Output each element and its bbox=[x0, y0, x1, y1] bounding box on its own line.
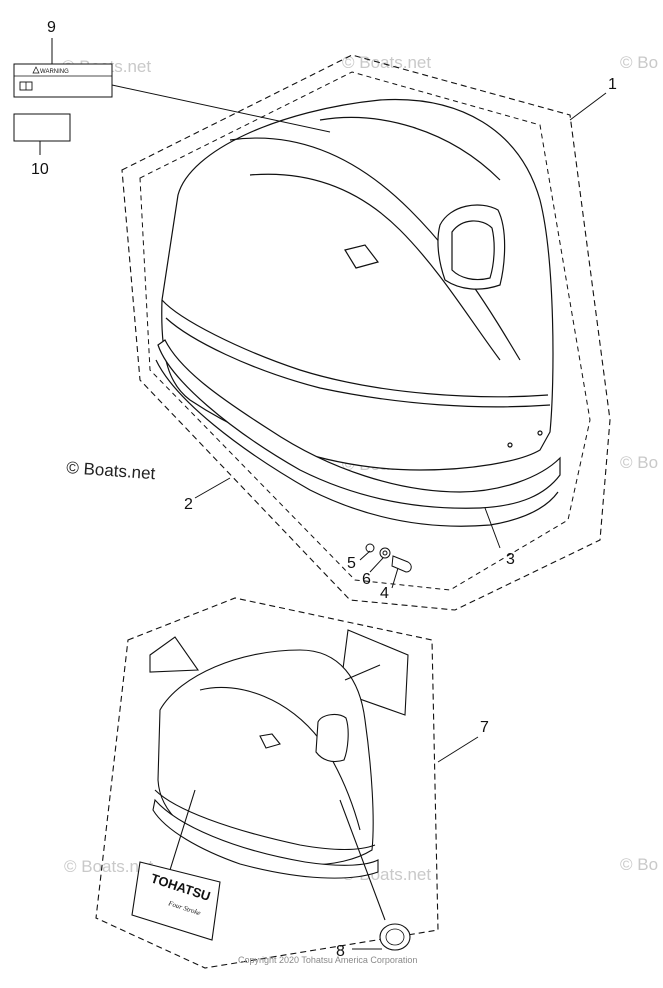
hardware bbox=[365, 543, 412, 573]
seal-rubber bbox=[157, 339, 561, 509]
callout-1: 1 bbox=[608, 76, 617, 93]
assembly-1-outline bbox=[121, 54, 611, 611]
copyright-notice: Copyright 2020 Tohatsu America Corporati… bbox=[238, 955, 417, 965]
watermark: © Boats.net bbox=[64, 857, 153, 876]
washer-5 bbox=[365, 543, 375, 553]
watermark: © Bo bbox=[620, 855, 658, 874]
callout-5: 5 bbox=[347, 555, 356, 572]
grommet-4 bbox=[391, 555, 412, 573]
callout-6: 6 bbox=[362, 571, 371, 588]
callout-7: 7 bbox=[480, 719, 489, 736]
callout-3: 3 bbox=[506, 551, 515, 568]
callout-10: 10 bbox=[31, 161, 49, 178]
assembly-1-inner-outline bbox=[139, 71, 591, 591]
callout-4: 4 bbox=[380, 585, 389, 602]
callouts: 1 2 3 4 5 6 7 8 9 10 bbox=[31, 19, 617, 960]
assembly-7-outline bbox=[95, 597, 439, 969]
warning-label-text: WARNING bbox=[40, 69, 69, 75]
decal-left bbox=[149, 636, 200, 673]
callout-8: 8 bbox=[336, 943, 345, 960]
emblem-8 bbox=[379, 923, 411, 951]
blank-label bbox=[13, 113, 71, 142]
engine-cover-upper bbox=[155, 98, 561, 527]
callout-9: 9 bbox=[47, 19, 56, 36]
tohatsu-decal: TOHATSU Four Stroke bbox=[131, 861, 221, 941]
callout-2: 2 bbox=[184, 496, 193, 513]
watermark: © Boats.net bbox=[342, 53, 431, 72]
warning-label: WARNING bbox=[13, 63, 113, 98]
watermark: © Bo bbox=[620, 53, 658, 72]
watermark-dark: © Boats.net bbox=[66, 458, 156, 483]
watermark: © Bo bbox=[620, 453, 658, 472]
leader-lines bbox=[39, 38, 607, 950]
warning-triangle-icon bbox=[32, 66, 40, 74]
engine-cover-kit bbox=[149, 629, 409, 921]
